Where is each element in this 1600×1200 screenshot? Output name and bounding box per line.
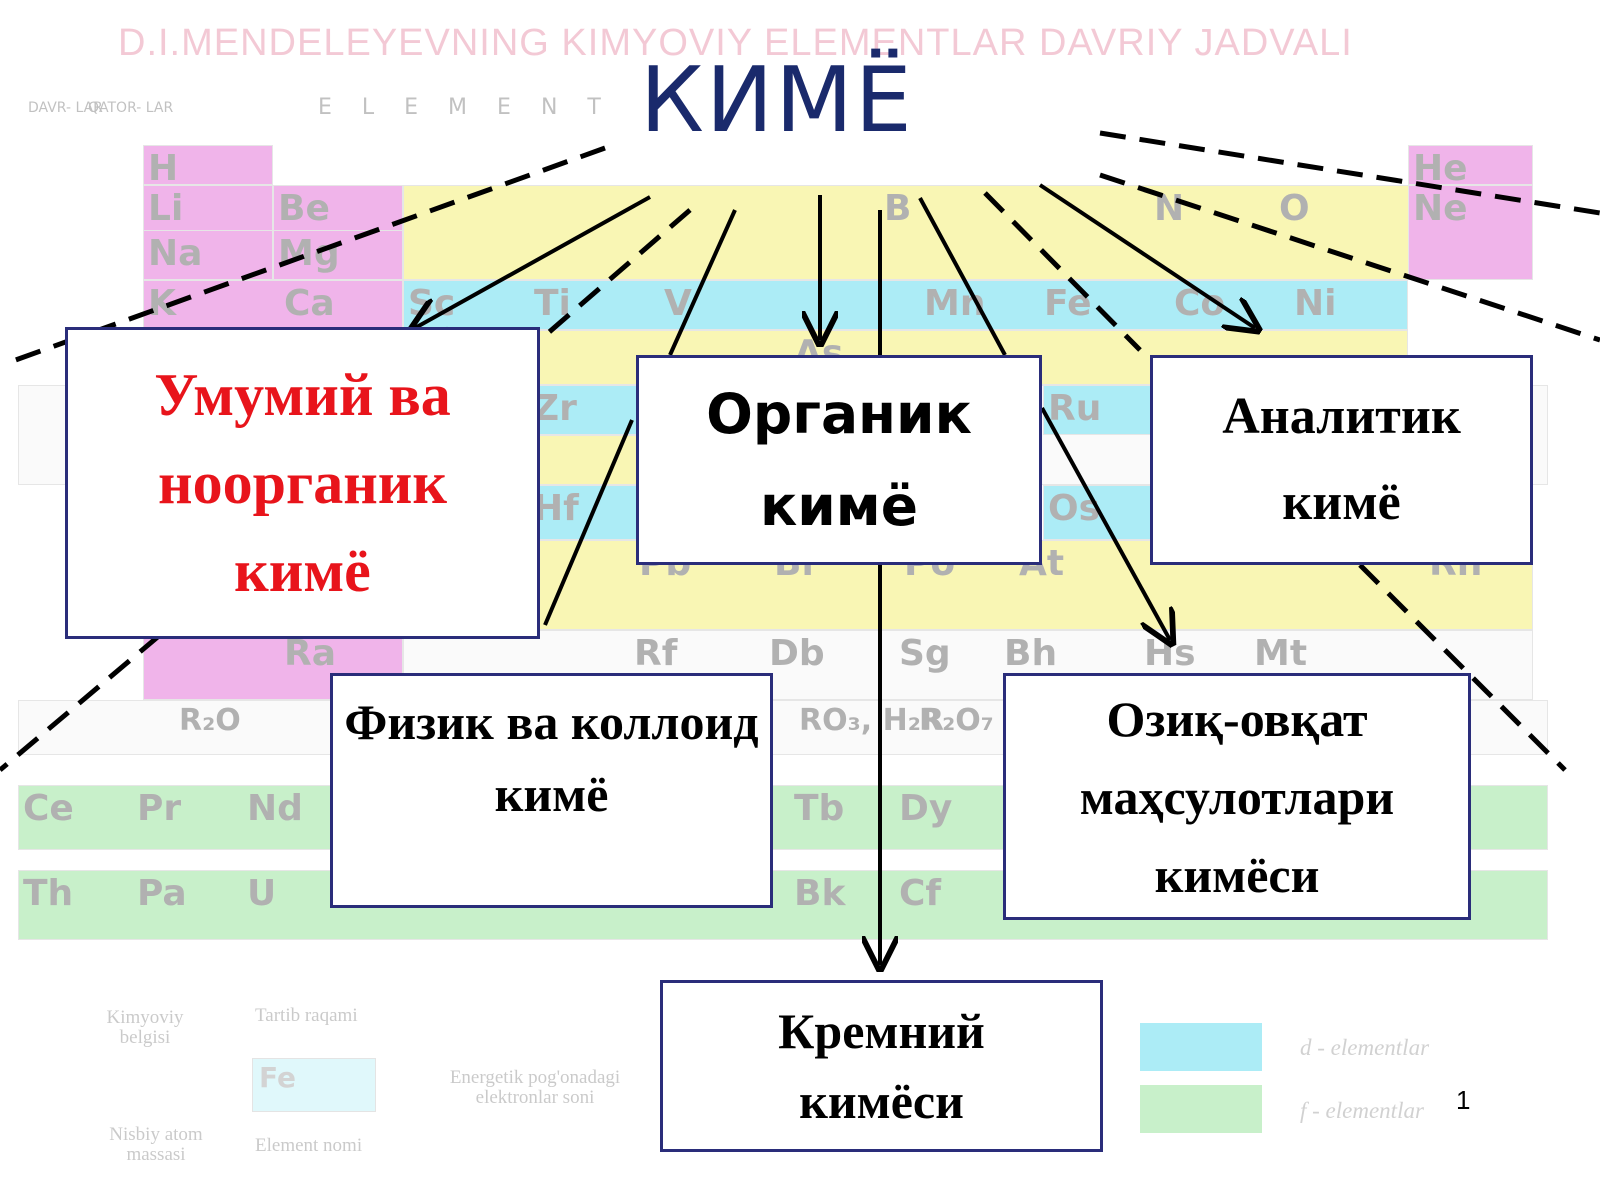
general-inorganic-box: Умумий ва ноорганик кимё <box>65 327 540 639</box>
legend-d-swatch <box>1140 1023 1262 1071</box>
organic-label: Органик кимё <box>706 382 972 538</box>
legend-symbol-label: Kimyoviy belgisi <box>106 1007 184 1048</box>
page-number: 1 <box>1456 1085 1471 1115</box>
legend-mass-label: Nisbiy atom massasi <box>109 1124 203 1165</box>
physical-colloid-label: Физик ва коллоид кимё <box>344 694 759 822</box>
food-chemistry-box: Озиқ-овқат маҳсулотлари кимёси <box>1003 673 1471 920</box>
legend-order-label: Tartib raqami <box>255 1005 358 1026</box>
analytic-label: Аналитик кимё <box>1222 388 1461 531</box>
organic-box: Органик кимё <box>636 355 1042 565</box>
analytic-box: Аналитик кимё <box>1150 355 1533 565</box>
silicon-chemistry-box: Кремний кимёси <box>660 980 1103 1152</box>
legend-f-label: f - elementlar <box>1300 1098 1424 1123</box>
legend-shell-label: Energetik pog'onadagi elektronlar soni <box>449 1067 621 1108</box>
periodic-table-title: D.I.MENDELEYEVNING KIMYOVIY ELEMENTLAR D… <box>118 22 1353 64</box>
food-chemistry-label: Озиқ-овқат маҳсулотлари кимёси <box>1079 690 1395 903</box>
silicon-chemistry-label: Кремний кимёси <box>778 1003 985 1129</box>
general-inorganic-label: Умумий ва ноорганик кимё <box>154 362 451 604</box>
main-title: КИМЁ <box>640 48 914 153</box>
legend-f-swatch <box>1140 1085 1262 1133</box>
legend-d-label: d - elementlar <box>1300 1035 1430 1060</box>
physical-colloid-box: Физик ва коллоид кимё <box>330 673 773 908</box>
legend-name-label: Element nomi <box>255 1135 363 1156</box>
legend-sample-cell: Fe <box>252 1058 376 1112</box>
